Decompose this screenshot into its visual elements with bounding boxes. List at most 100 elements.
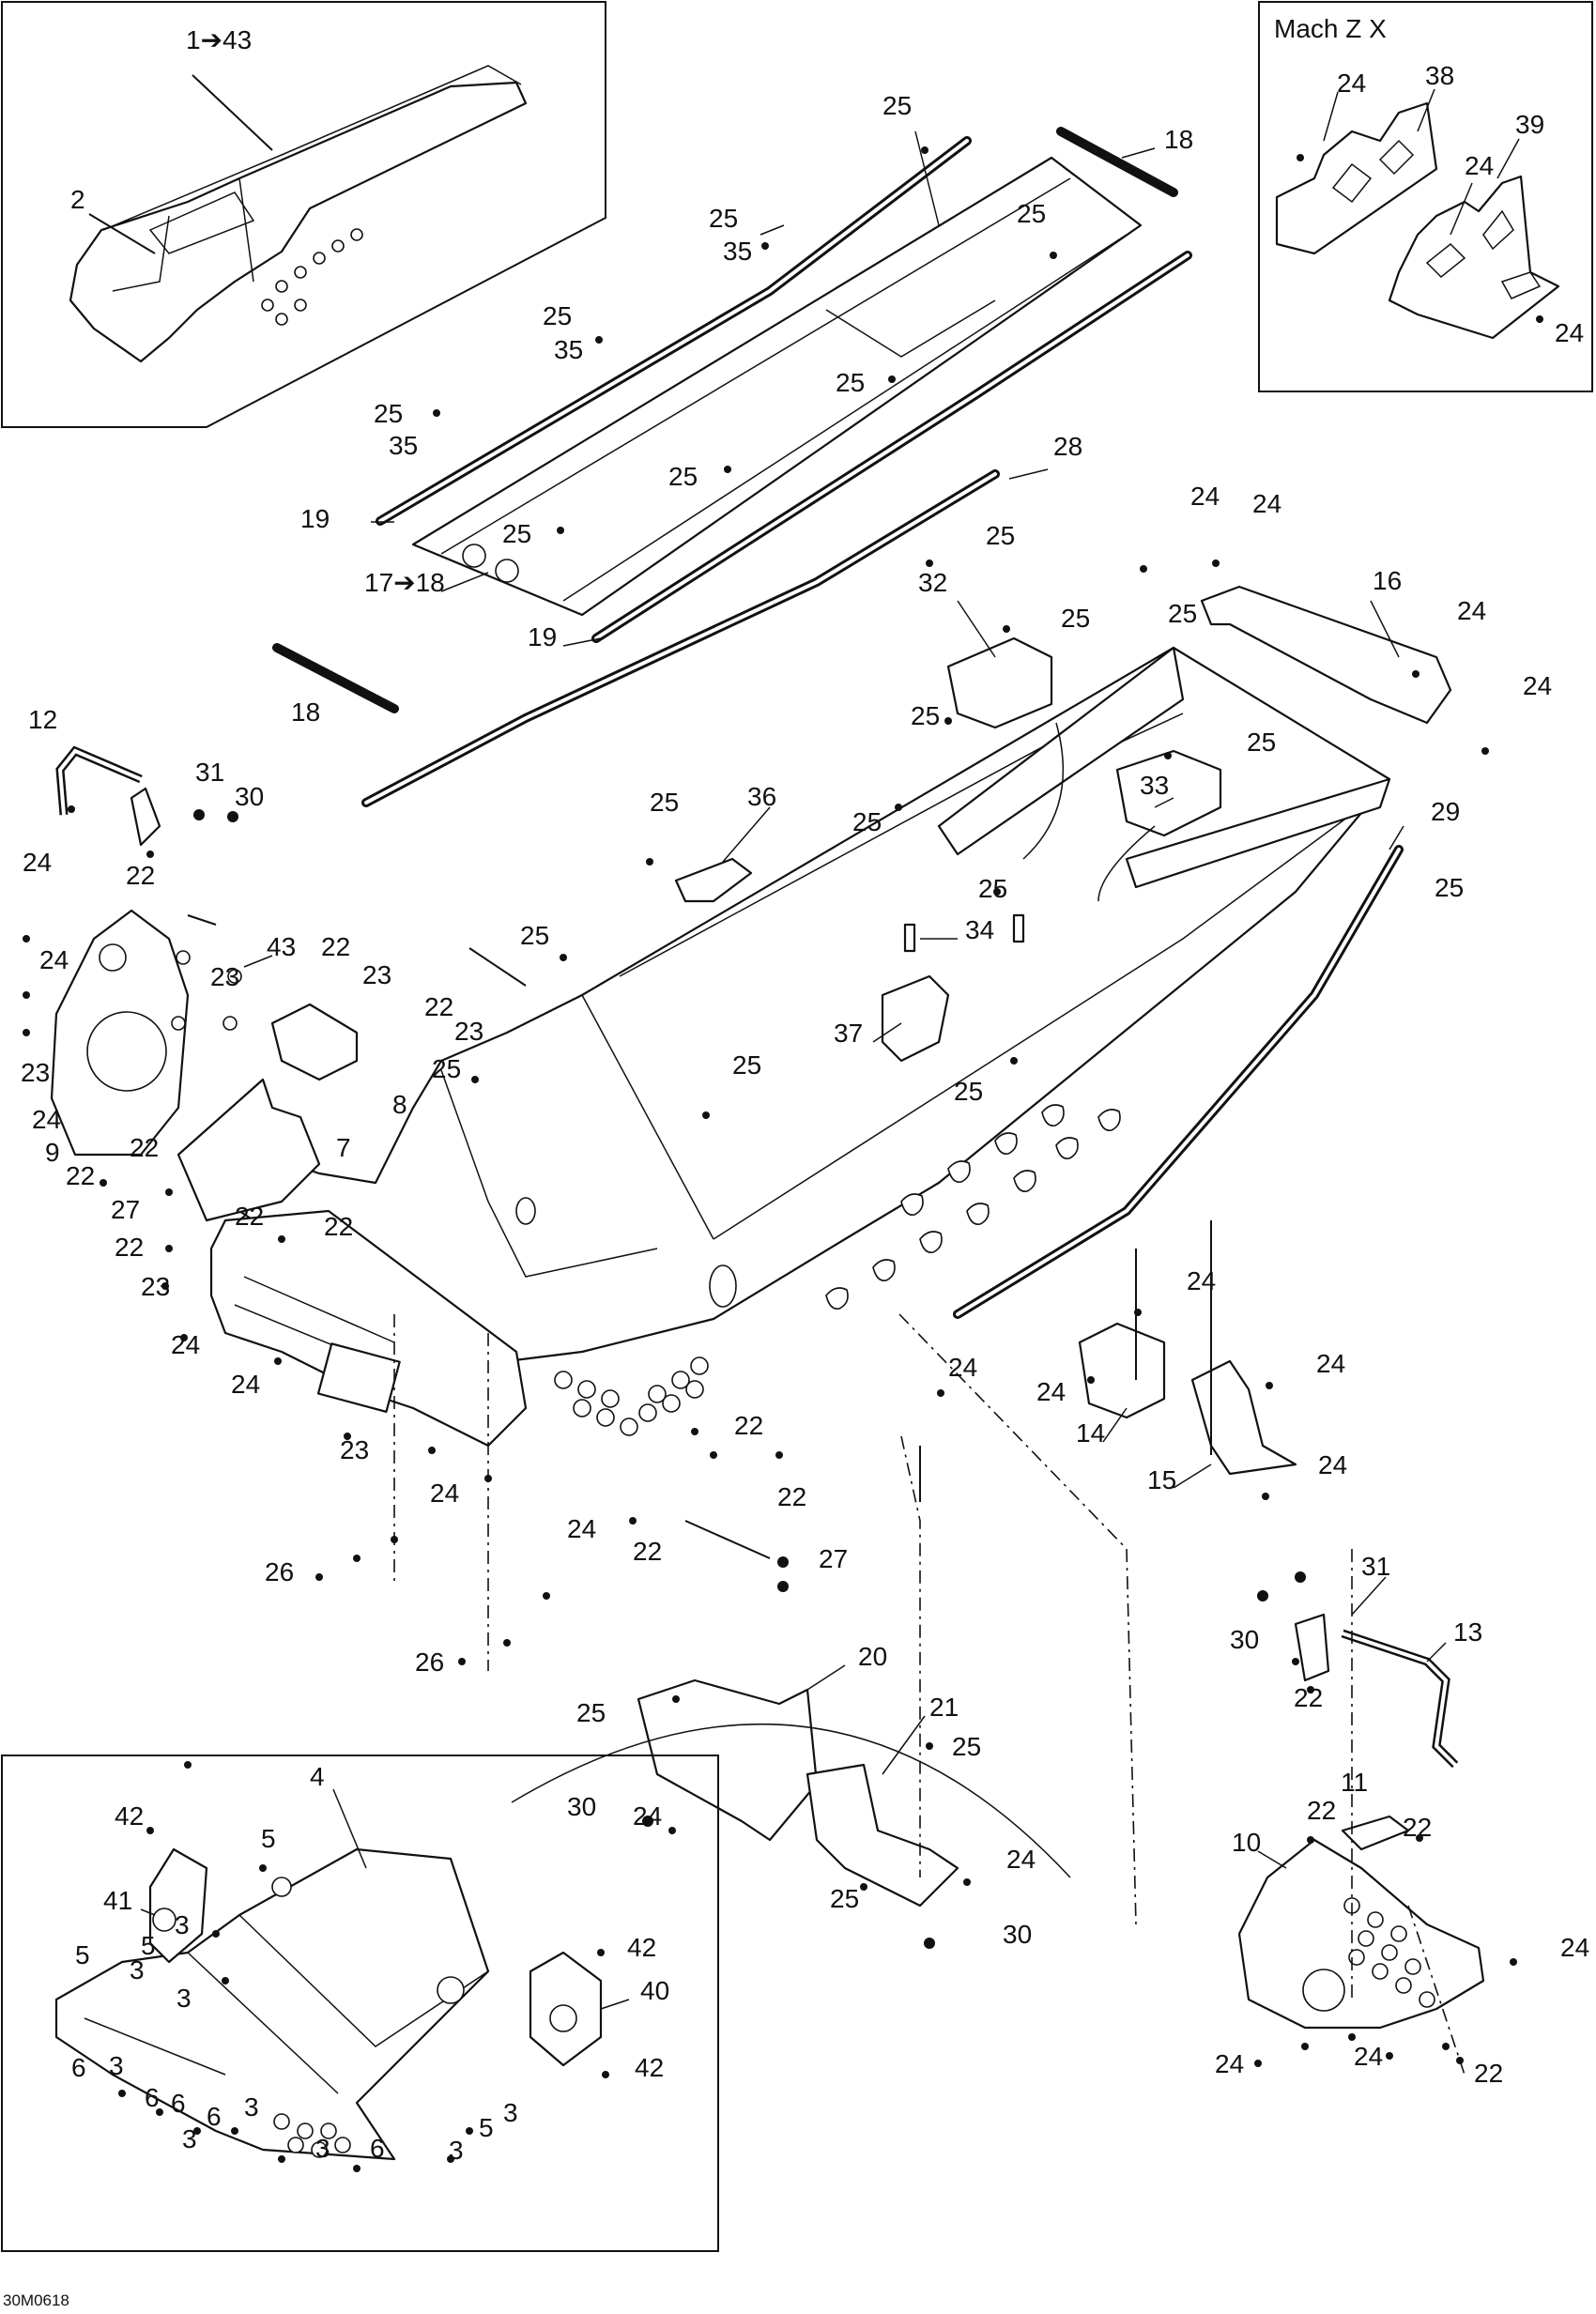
- callout-label: 22: [235, 1202, 264, 1231]
- callout-label: 25: [374, 399, 403, 428]
- callout-label: 25: [1247, 728, 1276, 757]
- callout-label: 42: [627, 1933, 656, 1962]
- callout-label: 3: [130, 1955, 145, 1985]
- callout-label: 24: [1354, 2042, 1383, 2071]
- callout-label: 25: [432, 1054, 461, 1083]
- callout-label: 26: [265, 1557, 294, 1586]
- callout-label: 24: [1006, 1845, 1036, 1874]
- callout-label: 24: [1523, 671, 1552, 700]
- callout-label: 27: [111, 1195, 140, 1224]
- callout-label: 24: [1318, 1450, 1347, 1479]
- callout-label: 2: [70, 185, 85, 214]
- left-side-brackets: [50, 585, 1452, 1476]
- callout-label: 22: [633, 1537, 662, 1566]
- callout-label: 26: [415, 1647, 444, 1677]
- callout-label: 29: [1431, 797, 1460, 826]
- callout-label: 3: [182, 2124, 197, 2153]
- callout-label: 24: [1187, 1266, 1216, 1295]
- callout-labels: 1➔43225182535252535252535251925282517➔18…: [21, 25, 1589, 2165]
- callout-label: 6: [171, 2089, 186, 2118]
- callout-label: 23: [21, 1058, 50, 1087]
- callout-label: 38: [1425, 61, 1454, 90]
- callout-label: 5: [479, 2113, 494, 2142]
- callout-label: 25: [830, 1884, 859, 1913]
- callout-label: 24: [1316, 1349, 1345, 1378]
- callout-label: 25: [502, 519, 531, 548]
- reference-code: 30M0618: [3, 2291, 69, 2309]
- rails: [272, 127, 1404, 1319]
- callout-label: 25: [668, 462, 698, 491]
- callout-label: 35: [723, 237, 752, 266]
- callout-label: 31: [195, 758, 224, 787]
- callout-label: 22: [1294, 1683, 1323, 1712]
- callout-label: 24: [1215, 2049, 1244, 2078]
- callout-label: 24: [1252, 489, 1281, 518]
- fastener-dots: [23, 146, 1517, 2172]
- callout-label: 19: [300, 504, 330, 533]
- callout-label: 8: [392, 1090, 407, 1119]
- callout-label: 22: [130, 1133, 159, 1162]
- callout-label: 23: [340, 1435, 369, 1464]
- callout-label: 25: [954, 1077, 983, 1106]
- callout-label: 25: [732, 1050, 761, 1080]
- callout-label: 25: [986, 521, 1015, 550]
- callout-label: 4: [310, 1762, 325, 1791]
- callout-label: 37: [834, 1019, 863, 1048]
- callout-label: 25: [911, 701, 940, 730]
- callout-label: 25: [1061, 604, 1090, 633]
- callout-label: 24: [567, 1514, 596, 1543]
- callout-label: 35: [389, 431, 418, 460]
- callout-label: 22: [321, 932, 350, 961]
- inset-frame-assembly: [1, 1, 606, 428]
- callout-label: 25: [1017, 199, 1046, 228]
- callout-label: 42: [115, 1801, 144, 1831]
- callout-label: 31: [1361, 1552, 1390, 1581]
- callout-label: 11: [1341, 1768, 1368, 1797]
- callout-label: 39: [1515, 110, 1544, 139]
- callout-label: 22: [126, 861, 155, 890]
- footrest-holes: [554, 1356, 709, 1436]
- callout-label: 25: [852, 807, 882, 836]
- callout-label: 25: [836, 368, 865, 397]
- callout-label: 30: [567, 1792, 596, 1821]
- callout-label: 20: [858, 1642, 887, 1671]
- callout-label: 6: [370, 2134, 385, 2163]
- callout-label: 24: [1190, 482, 1220, 511]
- callout-label: 30: [1230, 1625, 1259, 1654]
- callout-label: 25: [978, 874, 1007, 903]
- callout-label: 14: [1076, 1418, 1105, 1448]
- callout-label: 41: [103, 1886, 132, 1915]
- callout-label: 18: [1164, 125, 1193, 154]
- callout-label: 23: [210, 962, 239, 991]
- inset-frame-holes: [261, 228, 363, 326]
- callout-label: 40: [640, 1976, 669, 2005]
- callout-label: 32: [918, 568, 947, 597]
- callout-label: 3: [244, 2092, 259, 2122]
- callout-label: 21: [929, 1693, 959, 1722]
- inset-mach-z-x: [1258, 1, 1593, 392]
- callout-label: 13: [1453, 1617, 1482, 1647]
- callout-label: 25: [650, 788, 679, 817]
- callout-label: 24: [171, 1330, 200, 1359]
- callout-label: 25: [882, 91, 912, 120]
- callout-label: 36: [747, 782, 776, 811]
- callout-label: 19: [528, 622, 557, 651]
- callout-label: 22: [1307, 1796, 1336, 1825]
- callout-label: 24: [948, 1353, 977, 1382]
- inset-title: Mach Z X: [1274, 14, 1387, 43]
- callout-label: 24: [32, 1105, 61, 1134]
- callout-label: 3: [109, 2051, 124, 2080]
- callout-label: 24: [39, 945, 69, 974]
- callout-label: 24: [633, 1801, 662, 1831]
- callout-label: 7: [336, 1133, 351, 1162]
- callout-label: 28: [1053, 432, 1082, 461]
- callout-label: 17➔18: [364, 568, 445, 597]
- plate-10-holes: [1343, 1897, 1435, 2008]
- callout-label: 25: [576, 1698, 606, 1727]
- callout-label: 24: [1465, 151, 1494, 180]
- callout-label: 43: [267, 932, 296, 961]
- callout-label: 10: [1232, 1828, 1261, 1857]
- callout-label: 30: [235, 782, 264, 811]
- callout-label: 22: [734, 1411, 763, 1440]
